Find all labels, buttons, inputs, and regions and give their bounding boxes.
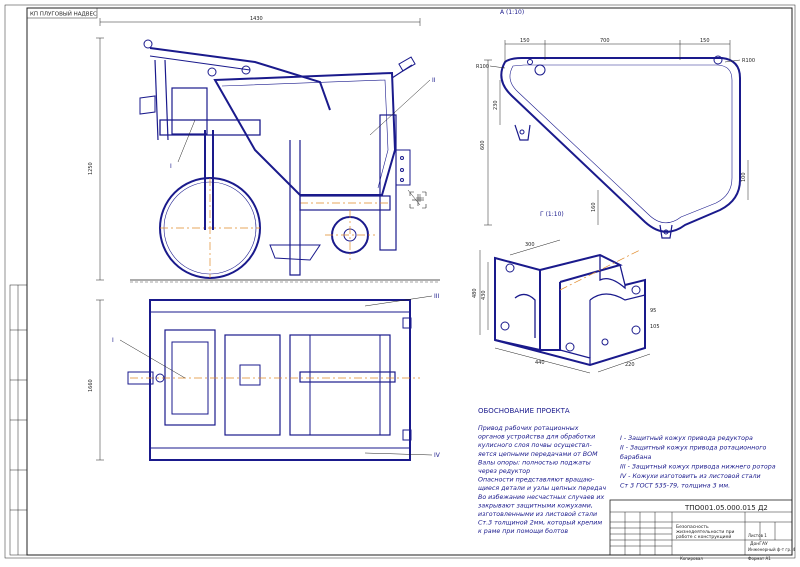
notes-section: ОБОСНОВАНИЕ ПРОЕКТА Привод рабочих ротац… xyxy=(478,407,776,535)
callout-plan-3: III xyxy=(434,293,440,300)
dim-overall-height: 1250 xyxy=(88,162,94,175)
note-line: через редуктор xyxy=(478,468,530,475)
format-label: Формат А1 xyxy=(748,556,771,561)
dim-view-a-left: 150 xyxy=(520,38,530,44)
dim-view-a-height: 600 xyxy=(480,140,486,150)
dim-iso-w2: 440 xyxy=(535,360,545,366)
org-line-1: ДонГАУ xyxy=(750,541,768,547)
note-line: III - Защитный кожух привода нижнего рот… xyxy=(620,464,776,471)
note-line: закрывают защитными кожухами, xyxy=(478,502,593,509)
note-line: I - Защитный кожух привода редуктора xyxy=(620,435,753,442)
plan-view: III IV I 1660 xyxy=(88,293,441,461)
name-line-1: Безопасность xyxy=(676,524,709,530)
dim-view-a-right: 150 xyxy=(700,38,710,44)
note-line: барабана xyxy=(620,453,651,461)
dim-iso-h2: 430 xyxy=(481,290,487,300)
stamp-label: КП ПЛУГОВЫЙ НАДВЕС xyxy=(30,11,97,18)
view-a-label: А (1:10) xyxy=(500,9,524,16)
view-a-cover-profile: А (1:10) 150 700 150 600 230 160 100 R10… xyxy=(476,9,755,239)
name-line-3: работе с конструкцией xyxy=(676,533,731,540)
dim-iso-h1: 480 xyxy=(472,288,478,298)
note-line: Ст 3 ГОСТ 535-79, толщина 3 мм. xyxy=(620,483,730,490)
dim-iso-w1: 300 xyxy=(525,242,535,248)
crosshair-icon xyxy=(409,191,427,209)
dim-view-a-mid: 700 xyxy=(600,38,610,44)
sheet-count: Листов 1 xyxy=(748,533,767,538)
note-line: кулисного слоя почвы осуществл- xyxy=(478,442,592,449)
left-margin-strip xyxy=(9,284,28,556)
note-line: изготовленными из листовой стали xyxy=(478,511,597,518)
org-line-2: Инженерный ф-т гр. 4 xyxy=(748,547,796,552)
name-line-2: жизнедеятельности при xyxy=(676,530,735,535)
dim-view-a-r-right: R100 xyxy=(742,58,755,64)
callout-plan-4: IV xyxy=(434,452,441,459)
doc-code: ТПО001.05.000.015 Д2 xyxy=(684,504,768,512)
note-line: II - Защитный кожух привода ротационного xyxy=(620,445,767,452)
side-view: 1250 1430 I II xyxy=(88,16,440,283)
dim-view-a-depth: 230 xyxy=(493,100,499,110)
dim-iso-d3: 95 xyxy=(650,308,656,314)
note-line: IV - Кожухи изготовить из листовой стали xyxy=(620,473,761,480)
protective-cover xyxy=(213,71,397,196)
dim-view-a-right-v: 100 xyxy=(741,172,747,182)
note-line: щиеся детали и узлы цепных передач xyxy=(478,485,606,492)
copied-label: Копировал xyxy=(680,556,703,561)
note-line: органов устройства для обработки xyxy=(478,433,595,441)
dim-overall-length: 1430 xyxy=(250,16,263,22)
note-line: яется цепными передачами от ВОМ xyxy=(478,451,598,458)
callout-side-2: II xyxy=(432,77,436,84)
note-line: Опасности представляют вращаю- xyxy=(478,477,595,484)
dim-plan-width: 1660 xyxy=(88,379,94,392)
dim-view-a-bottom: 160 xyxy=(591,202,597,212)
note-line: Во избежание несчастных случаев их xyxy=(478,493,604,501)
note-line: Привод рабочих ротационных xyxy=(478,424,579,432)
note-line: к раме при помощи болтов xyxy=(478,527,568,535)
notes-title: ОБОСНОВАНИЕ ПРОЕКТА xyxy=(478,407,570,415)
title-block: ТПО001.05.000.015 Д2 Безопасность жизнед… xyxy=(609,499,796,561)
callout-plan-1: I xyxy=(112,337,114,344)
iso-bracket-view: Г (1:10) 480 430 300 440 220 105 95 xyxy=(472,211,660,374)
dim-iso-d1: 220 xyxy=(625,362,635,368)
dim-view-a-r-left: R100 xyxy=(476,64,489,70)
outer-frame xyxy=(4,4,796,559)
dim-iso-d2: 105 xyxy=(650,324,660,330)
notes-right: I - Защитный кожух привода редуктора II -… xyxy=(620,435,776,490)
note-line: Ст.3 толщиной 2мм, который крепим xyxy=(478,520,602,527)
iso-view-label: Г (1:10) xyxy=(540,211,564,218)
stamp-box xyxy=(26,7,98,19)
inner-frame xyxy=(26,7,793,556)
callout-side-1: I xyxy=(170,163,172,170)
note-line: Валы опоры: полностью поджаты xyxy=(478,459,591,466)
